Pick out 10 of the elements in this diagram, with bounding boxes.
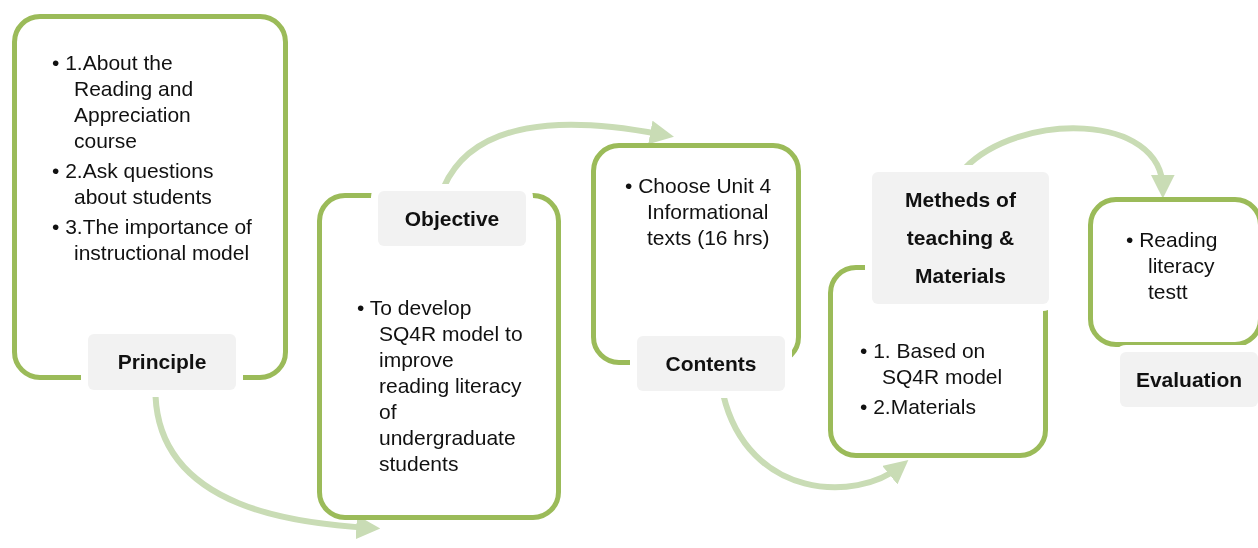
curved-arrow: [963, 125, 1173, 199]
bullet-text: • Reading literacy testt: [1126, 227, 1219, 305]
bullet-text: • 2.Ask questions about students: [52, 158, 215, 210]
bullet-text: • 1. Based on SQ4R model: [860, 338, 1004, 390]
bullet-text: • Choose Unit 4 Informational texts (16 hrs): [625, 173, 773, 251]
curved-arrow: [152, 395, 381, 539]
bullet-text: • To develop SQ4R model to improve reading literacy of undergraduate students: [357, 295, 524, 477]
bullet-text: • 2.Materials: [860, 394, 977, 420]
bullet-text: • 1.About the Reading and Appreciation course: [52, 50, 195, 154]
bullet-text: • 3.The importance of instructional model: [52, 214, 252, 266]
